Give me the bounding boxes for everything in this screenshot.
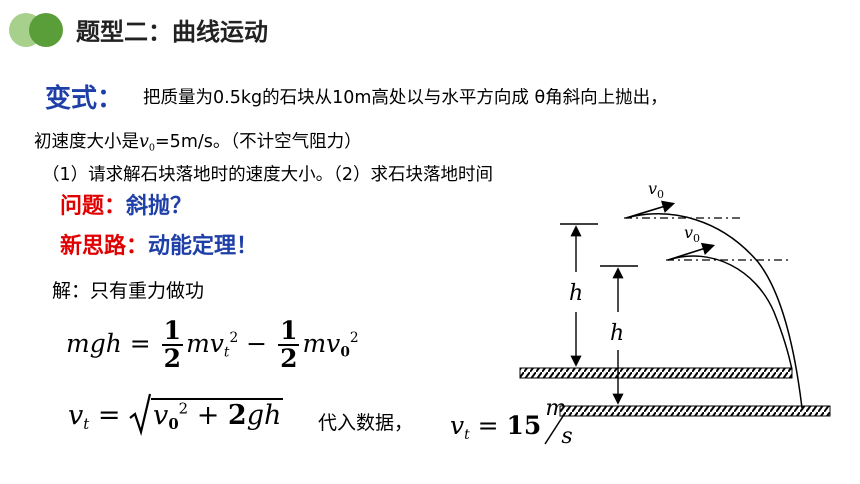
eq1-mv-a: mv — [186, 328, 224, 358]
eq1-sub-t: t — [223, 344, 230, 361]
initial-velocity-var: v — [139, 132, 149, 152]
initial-velocity-sub: 0 — [148, 142, 156, 154]
eq2-equals: = — [97, 400, 121, 431]
frac-den: 2 — [163, 344, 182, 374]
eq3-equals: = — [477, 411, 499, 440]
eq1-minus: − — [246, 328, 268, 358]
eq3-sub-t: t — [464, 426, 470, 443]
radicand-sub-0: 0 — [168, 415, 179, 434]
question-label: 问题： — [60, 194, 127, 219]
right-h-label: h — [610, 321, 624, 346]
upper-trajectory — [625, 213, 803, 409]
v0-label-upper-v: v — [648, 179, 657, 198]
upper-ground — [519, 367, 793, 379]
sqrt-sign-icon — [129, 393, 152, 437]
radicand-sq: 2 — [178, 399, 189, 418]
velocity-equation: vt = v02 + 2gh — [68, 392, 284, 437]
problem-line-2: 初速度大小是v0=5m/s。（不计空气阻力） — [34, 128, 362, 153]
eq1-sq-b: 2 — [349, 330, 359, 347]
lower-ground — [559, 405, 831, 417]
radicand-two: 2 — [227, 400, 247, 431]
projectile-diagram: v0 v0 h h — [519, 179, 831, 417]
left-h-label: h — [569, 281, 583, 306]
eq1-lhs: mgh — [66, 328, 122, 358]
new-idea-label: 新思路： — [60, 234, 149, 259]
eq2-sub-t: t — [83, 415, 90, 434]
frac-num: 1 — [278, 316, 300, 347]
eq2-v: v — [68, 400, 84, 431]
radicand-gh: gh — [246, 400, 282, 431]
frac-num: 1 — [161, 316, 184, 347]
radicand: v02 + 2gh — [151, 398, 284, 434]
unit-den: s — [561, 424, 573, 449]
new-idea-text: 动能定理！ — [148, 234, 259, 259]
problem-line-2-suffix: =5m/s。（不计空气阻力） — [155, 132, 362, 152]
v0-label-lower-v: v — [684, 223, 693, 242]
lower-trajectory — [667, 255, 793, 371]
eq1-equals: = — [129, 328, 151, 358]
radicand-v: v — [153, 400, 169, 431]
eq3-v: v — [450, 411, 465, 440]
problem-line-3: （1）请求解石块落地时的速度大小。（2）求石块落地时间 — [42, 165, 494, 185]
new-idea-line: 新思路：动能定理！ — [60, 228, 258, 260]
header-circles-icon — [9, 13, 63, 47]
solution-intro: 解：只有重力做功 — [52, 280, 205, 302]
eq1-sq-a: 2 — [229, 330, 239, 347]
result-value: 15 — [506, 411, 542, 440]
problem-line-2-prefix: 初速度大小是 — [34, 132, 139, 152]
v0-label-upper: v0 — [648, 179, 664, 201]
frac-den: 2 — [280, 344, 298, 374]
v0-label-lower: v0 — [684, 223, 700, 245]
question-text: 斜抛？ — [126, 194, 193, 219]
eq1-mv-b: mv — [302, 328, 341, 358]
v0-label-upper-sub: 0 — [657, 188, 664, 201]
question-line: 问题：斜抛？ — [60, 188, 192, 220]
eq1-sub-0: 0 — [340, 344, 350, 361]
substitute-label: 代入数据， — [318, 412, 414, 434]
problem-line-1: 把质量为0.5kg的石块从10m高处以与水平方向成 θ角斜向上抛出， — [143, 88, 668, 108]
page-title: 题型二：曲线运动 — [76, 18, 268, 46]
variant-label: 变式： — [45, 84, 124, 114]
v0-label-lower-sub: 0 — [693, 232, 700, 245]
